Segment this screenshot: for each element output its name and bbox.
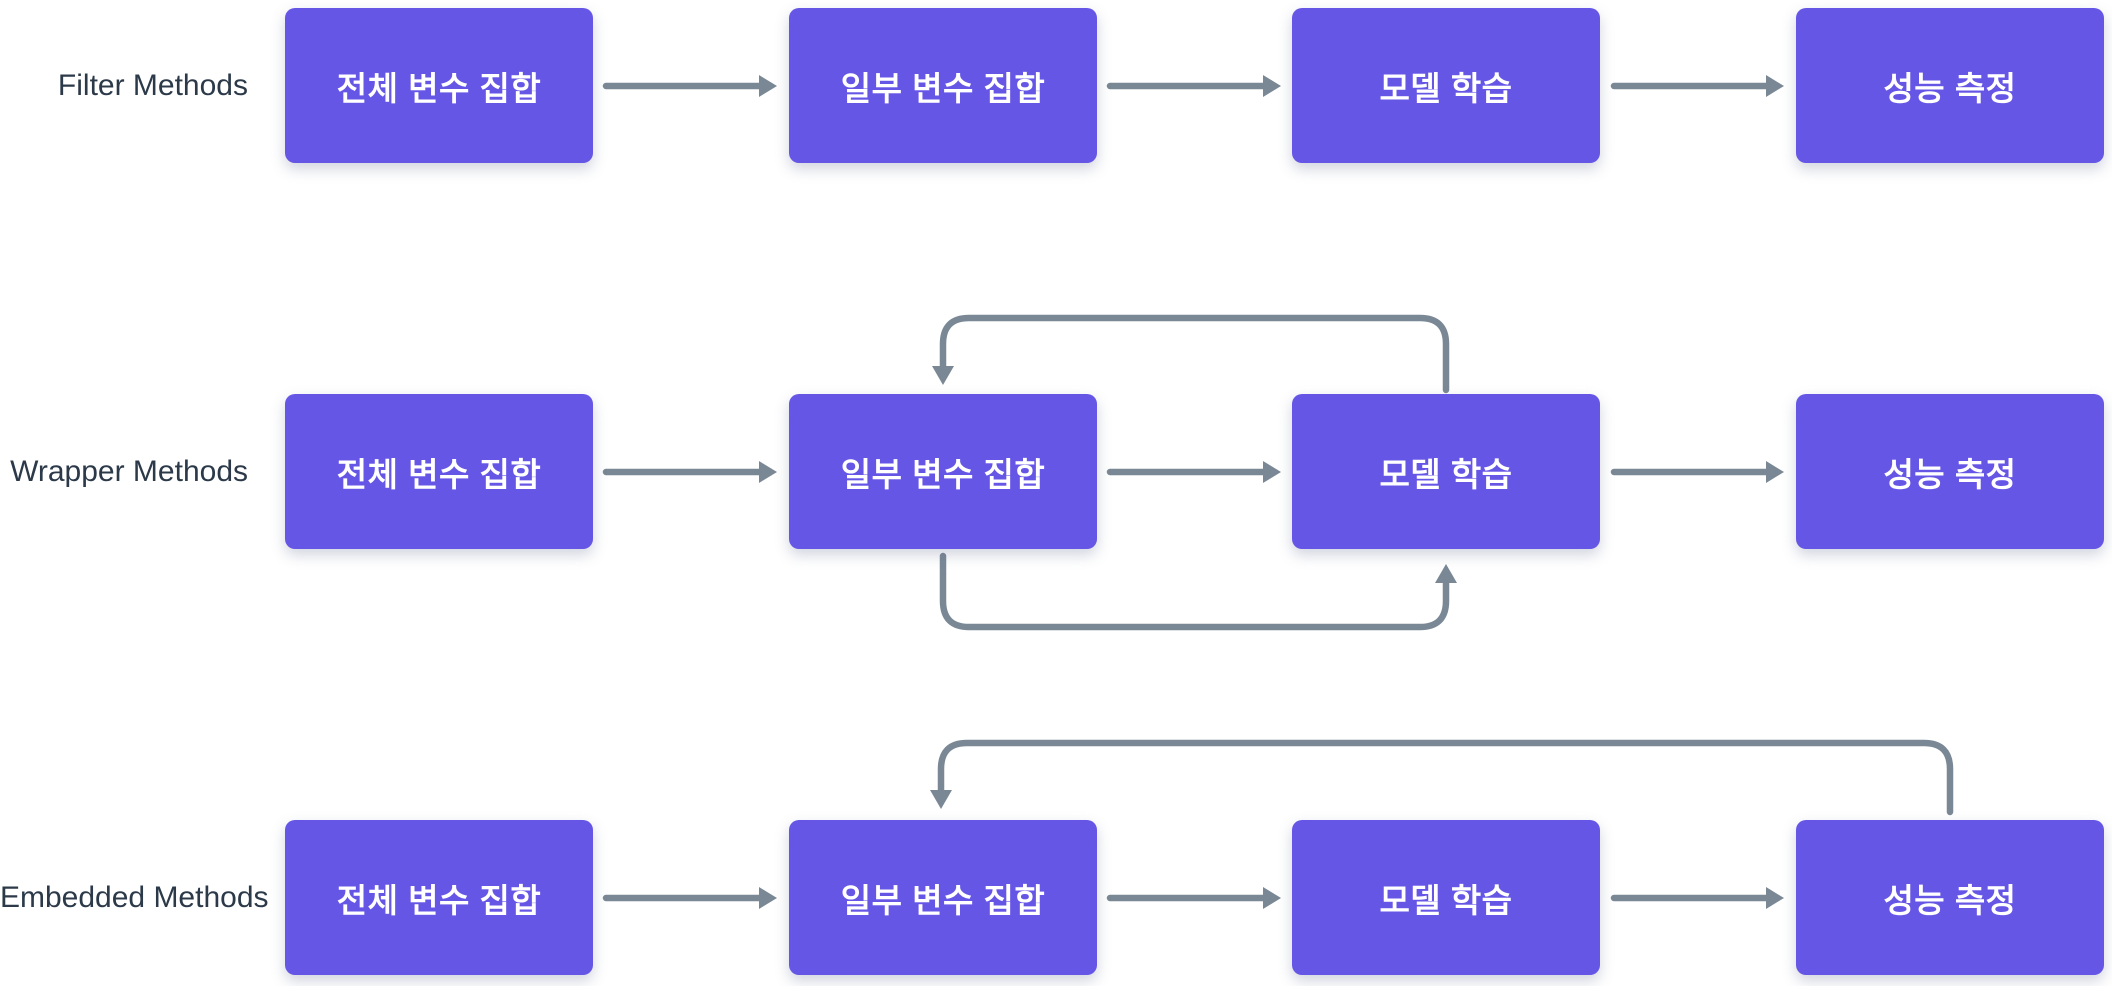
arrow-row2-col3-col4 <box>1610 461 1784 483</box>
node-row3-model-training: 모델 학습 <box>1292 820 1600 975</box>
row-label-embedded-methods: Embedded Methods <box>0 881 269 914</box>
feedback-arrow-row2-top <box>932 314 1450 394</box>
node-row3-performance-measure: 성능 측정 <box>1796 820 2104 975</box>
node-row1-performance-measure: 성능 측정 <box>1796 8 2104 163</box>
arrow-row2-col2-col3 <box>1106 461 1281 483</box>
arrow-row2-col1-col2 <box>602 461 777 483</box>
node-row2-variable-subset: 일부 변수 집합 <box>789 394 1097 549</box>
node-row2-full-variable-set: 전체 변수 집합 <box>285 394 593 549</box>
node-row1-full-variable-set: 전체 변수 집합 <box>285 8 593 163</box>
feedback-arrow-row3-top <box>930 739 1954 816</box>
node-row1-model-training: 모델 학습 <box>1292 8 1600 163</box>
arrow-row3-col1-col2 <box>602 887 777 909</box>
feedback-arrow-row2-bottom <box>939 552 1457 631</box>
arrow-row3-col3-col4 <box>1610 887 1784 909</box>
node-row2-performance-measure: 성능 측정 <box>1796 394 2104 549</box>
arrow-row3-col2-col3 <box>1106 887 1281 909</box>
node-row2-model-training: 모델 학습 <box>1292 394 1600 549</box>
arrow-row1-col3-col4 <box>1610 75 1784 97</box>
arrow-row1-col1-col2 <box>602 75 777 97</box>
node-row3-full-variable-set: 전체 변수 집합 <box>285 820 593 975</box>
row-label-wrapper-methods: Wrapper Methods <box>10 455 248 488</box>
node-row3-variable-subset: 일부 변수 집합 <box>789 820 1097 975</box>
node-row1-variable-subset: 일부 변수 집합 <box>789 8 1097 163</box>
row-label-filter-methods: Filter Methods <box>57 69 248 102</box>
arrow-row1-col2-col3 <box>1106 75 1281 97</box>
